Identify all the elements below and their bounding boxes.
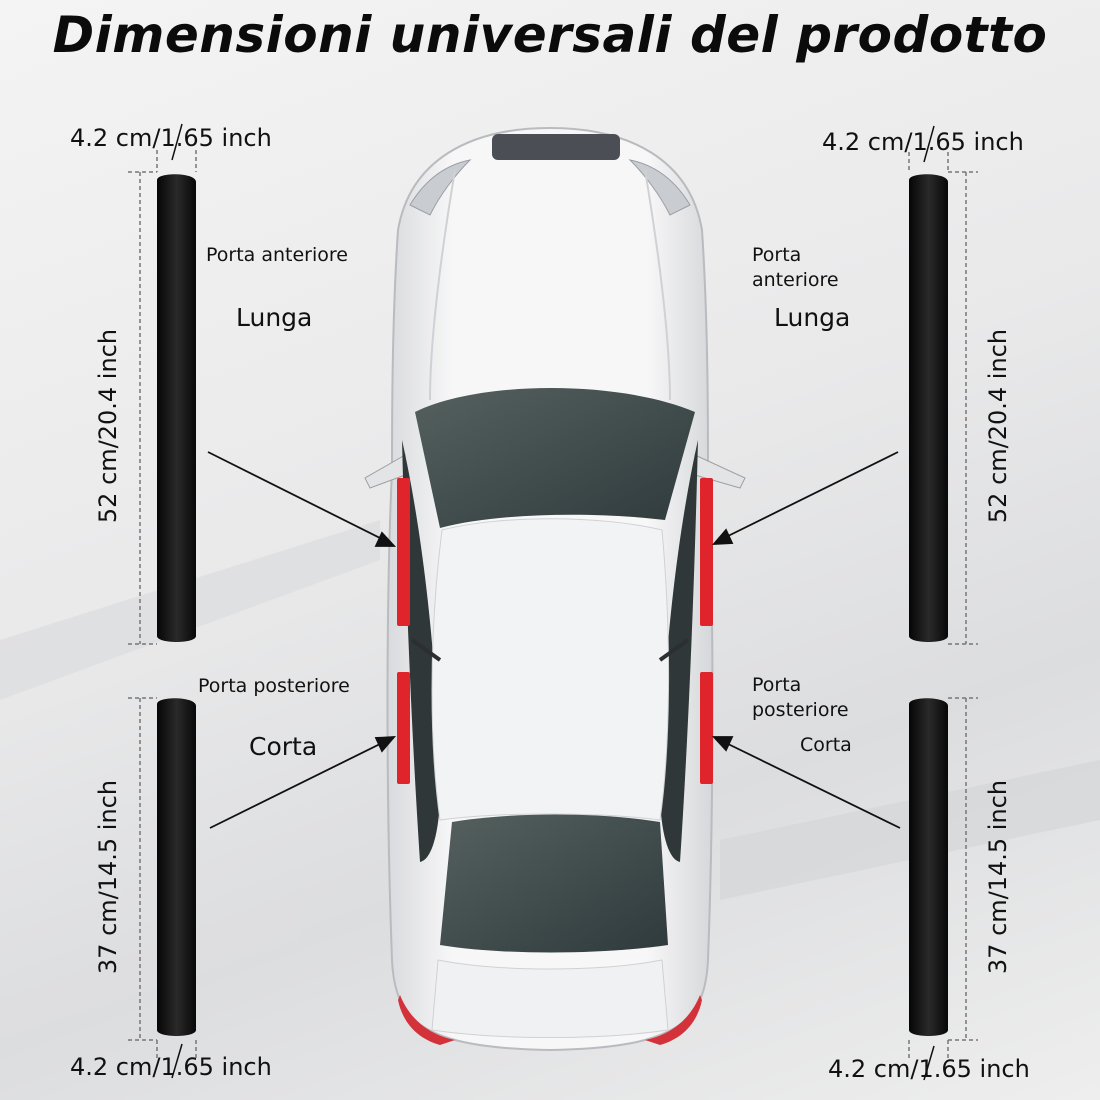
guard-short-right bbox=[909, 698, 948, 1036]
rear-window bbox=[440, 814, 668, 953]
side-window-left bbox=[402, 440, 440, 862]
rear-light-right bbox=[645, 995, 702, 1045]
door-guards bbox=[157, 174, 948, 1036]
guard-short-left bbox=[157, 698, 196, 1036]
front-vent bbox=[492, 134, 620, 160]
width-label-bottom-left: 4.2 cm/1.65 inch bbox=[70, 1053, 272, 1081]
strip-front-left bbox=[397, 478, 410, 626]
length-label-long-right: 52 cm/20.4 inch bbox=[984, 328, 1012, 524]
length-label-short-left: 37 cm/14.5 inch bbox=[94, 779, 122, 975]
strip-front-right bbox=[700, 478, 713, 626]
front-door-label-right-line2: anteriore bbox=[752, 269, 839, 291]
width-label-top-left: 4.2 cm/1.65 inch bbox=[70, 124, 272, 152]
long-label-left: Lunga bbox=[236, 303, 313, 332]
pointer-arrows bbox=[207, 451, 901, 829]
roof bbox=[431, 518, 670, 821]
windshield bbox=[415, 388, 695, 528]
strip-rear-right bbox=[700, 672, 713, 784]
dimension-lines bbox=[128, 150, 978, 1060]
width-slashes bbox=[171, 123, 935, 1081]
short-label-right: Corta bbox=[800, 734, 852, 756]
side-window-right bbox=[660, 440, 698, 862]
width-label-bottom-right: 4.2 cm/1.65 inch bbox=[828, 1055, 1030, 1083]
rear-door-label-right-line2: posteriore bbox=[752, 699, 849, 721]
rear-door-label-left: Porta posteriore bbox=[198, 675, 350, 697]
long-label-right: Lunga bbox=[774, 303, 851, 332]
strip-rear-left bbox=[397, 672, 410, 784]
length-label-long-left: 52 cm/20.4 inch bbox=[94, 328, 122, 524]
guard-long-right bbox=[909, 174, 948, 642]
guard-long-left bbox=[157, 174, 196, 642]
rear-light-left bbox=[398, 995, 455, 1045]
short-label-left: Corta bbox=[249, 732, 318, 761]
page-title: Dimensioni universali del prodotto bbox=[52, 6, 1048, 64]
length-label-short-right: 37 cm/14.5 inch bbox=[984, 779, 1012, 975]
front-door-label-left: Porta anteriore bbox=[206, 244, 348, 266]
car bbox=[364, 126, 746, 1052]
width-label-top-right: 4.2 cm/1.65 inch bbox=[822, 128, 1024, 156]
rear-door-label-right-line1: Porta bbox=[752, 674, 802, 696]
front-door-label-right-line1: Porta bbox=[752, 244, 802, 266]
